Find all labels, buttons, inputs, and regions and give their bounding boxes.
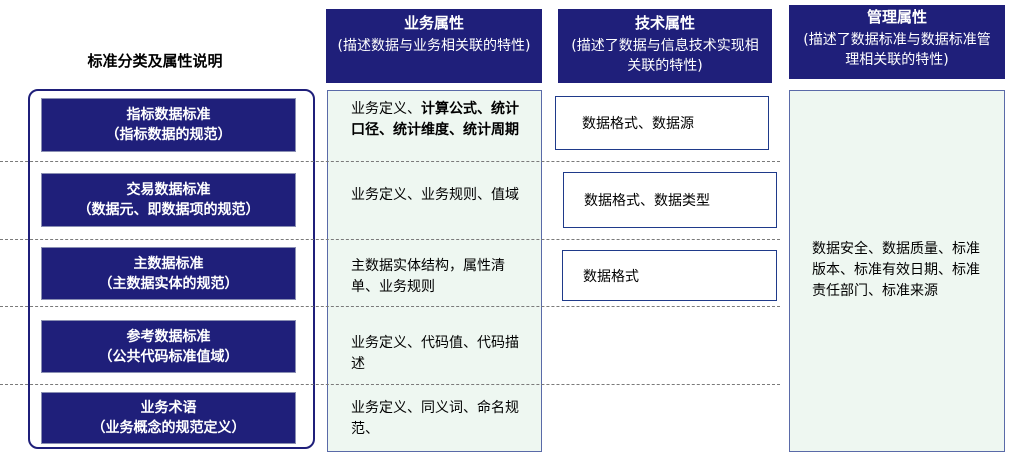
standard-name: 交易数据标准 xyxy=(126,182,211,198)
header-management: 管理属性 (描述了数据标准与数据标准管理相关联的特性) xyxy=(789,5,1005,79)
header-business-title: 业务属性 xyxy=(403,14,464,32)
standard-box-transaction: 交易数据标准 （数据元、即数据项的规范） xyxy=(41,173,296,227)
standard-box-master: 主数据标准 （主数据实体的规范） xyxy=(41,247,296,300)
management-column xyxy=(789,90,1005,452)
business-attr-metric: 业务定义、计算公式、统计口径、统计维度、统计周期 xyxy=(351,99,526,141)
technical-attr-text: 数据格式、数据源 xyxy=(582,116,694,132)
standards-frame xyxy=(28,89,315,449)
technical-attr-text: 数据格式、数据类型 xyxy=(584,193,710,209)
standard-name: 主数据标准 xyxy=(133,255,204,272)
business-attr-bold: 计算公式、统计口径、统计维度、统计周期 xyxy=(351,101,519,138)
row-divider xyxy=(0,161,780,162)
standard-name: 指标数据标准 xyxy=(126,107,211,123)
technical-attr-master: 数据格式 xyxy=(562,250,777,301)
header-technical: 技术属性 (描述了数据与信息技术实现相关联的特性) xyxy=(558,9,772,83)
standard-box-term: 业务术语 （业务概念的规范定义） xyxy=(41,392,296,444)
header-management-desc: (描述了数据标准与数据标准管理相关联的特性) xyxy=(803,32,991,68)
header-management-title: 管理属性 xyxy=(866,8,927,26)
standard-desc: （业务概念的规范定义） xyxy=(91,420,246,436)
business-attr-transaction: 业务定义、业务规则、值域 xyxy=(351,187,519,203)
business-attr-term: 业务定义、同义词、命名规范、 xyxy=(351,400,519,437)
business-attr-master: 主数据实体结构，属性清单、业务规则 xyxy=(351,258,505,295)
business-attr-reference: 业务定义、代码值、代码描述 xyxy=(351,335,519,372)
left-title: 标准分类及属性说明 xyxy=(87,52,223,70)
row-divider xyxy=(0,384,780,385)
standard-desc: （指标数据的规范） xyxy=(105,127,232,143)
standard-box-reference: 参考数据标准 （公共代码标准值域） xyxy=(41,320,296,373)
header-technical-desc: (描述了数据与信息技术实现相关联的特性) xyxy=(571,38,759,74)
standard-name: 业务术语 xyxy=(140,400,197,416)
standard-box-metric: 指标数据标准 （指标数据的规范） xyxy=(41,98,296,152)
row-divider xyxy=(0,306,780,307)
technical-attr-text: 数据格式 xyxy=(583,268,639,285)
header-business-desc: (描述数据与业务相关联的特性) xyxy=(337,38,531,54)
business-column xyxy=(327,90,542,452)
standard-desc: （主数据实体的规范） xyxy=(98,275,239,292)
technical-attr-metric: 数据格式、数据源 xyxy=(555,96,769,150)
header-technical-title: 技术属性 xyxy=(634,14,695,32)
standard-name: 参考数据标准 xyxy=(126,328,211,345)
standard-desc: （公共代码标准值域） xyxy=(98,348,239,365)
business-attr-plain: 业务定义、 xyxy=(351,101,421,117)
technical-attr-transaction: 数据格式、数据类型 xyxy=(563,172,777,228)
row-divider xyxy=(0,239,780,240)
header-business: 业务属性 (描述数据与业务相关联的特性) xyxy=(326,9,542,83)
management-attr: 数据安全、数据质量、标准版本、标准有效日期、标准责任部门、标准来源 xyxy=(812,241,980,299)
standard-desc: （数据元、即数据项的规范） xyxy=(77,202,260,218)
